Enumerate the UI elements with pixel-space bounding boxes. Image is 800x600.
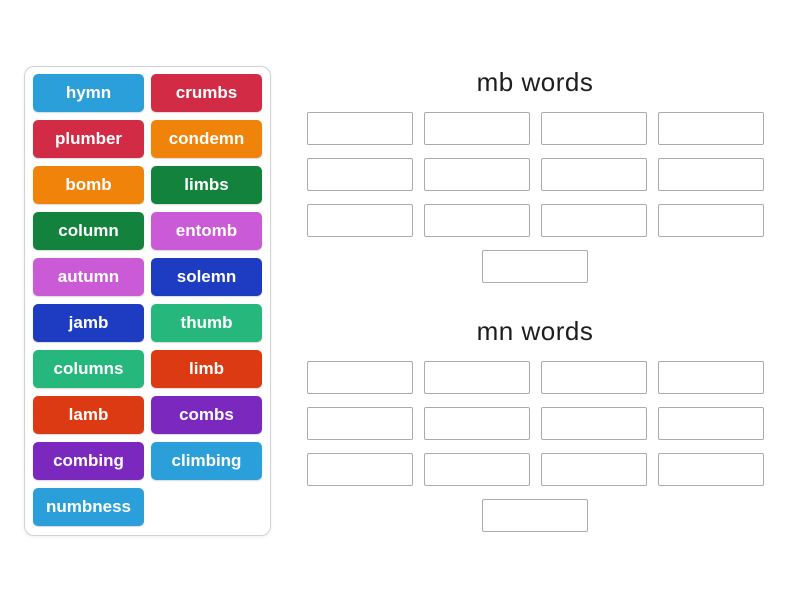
drop-slot[interactable] [306, 453, 413, 486]
word-tile-lamb[interactable]: lamb [33, 396, 144, 434]
group-mn-words: mn words [300, 315, 770, 532]
drop-slot[interactable] [306, 361, 413, 394]
word-tile-entomb[interactable]: entomb [151, 212, 262, 250]
drop-slot[interactable] [540, 453, 647, 486]
word-tile-numbness[interactable]: numbness [33, 488, 144, 526]
drop-slot[interactable] [540, 407, 647, 440]
drop-slot[interactable] [423, 204, 530, 237]
drop-slot[interactable] [540, 361, 647, 394]
word-tile-combs[interactable]: combs [151, 396, 262, 434]
word-tile-columns[interactable]: columns [33, 350, 144, 388]
drop-slot[interactable] [540, 112, 647, 145]
word-tile-column[interactable]: column [33, 212, 144, 250]
word-tile-condemn[interactable]: condemn [151, 120, 262, 158]
drop-slot[interactable] [306, 407, 413, 440]
word-tile-limbs[interactable]: limbs [151, 166, 262, 204]
drop-slot[interactable] [540, 204, 647, 237]
word-tile-combing[interactable]: combing [33, 442, 144, 480]
group-title: mb words [476, 67, 594, 97]
drop-slots [300, 361, 770, 532]
drop-slot[interactable] [423, 361, 530, 394]
word-tile-bomb[interactable]: bomb [33, 166, 144, 204]
drop-slot[interactable] [657, 453, 764, 486]
drop-slot[interactable] [540, 158, 647, 191]
word-tile-climbing[interactable]: climbing [151, 442, 262, 480]
drop-slot[interactable] [657, 158, 764, 191]
drop-slot[interactable] [423, 407, 530, 440]
word-tile-limb[interactable]: limb [151, 350, 262, 388]
drop-slot[interactable] [423, 158, 530, 191]
drop-slot[interactable] [657, 204, 764, 237]
drop-slot[interactable] [482, 499, 588, 532]
word-tile-autumn[interactable]: autumn [33, 258, 144, 296]
drop-slot[interactable] [306, 204, 413, 237]
drop-slot[interactable] [657, 407, 764, 440]
word-tile-hymn[interactable]: hymn [33, 74, 144, 112]
drop-slot[interactable] [423, 112, 530, 145]
word-tile-crumbs[interactable]: crumbs [151, 74, 262, 112]
drop-slot[interactable] [306, 112, 413, 145]
drop-slot[interactable] [657, 361, 764, 394]
word-tile-plumber[interactable]: plumber [33, 120, 144, 158]
word-tile-solemn[interactable]: solemn [151, 258, 262, 296]
group-mb-words: mb words [300, 66, 770, 283]
drop-slot[interactable] [423, 453, 530, 486]
drop-slots [300, 112, 770, 283]
groups-area: mb words mn words [300, 66, 770, 532]
drop-slot[interactable] [306, 158, 413, 191]
drop-slot[interactable] [657, 112, 764, 145]
group-title: mn words [476, 316, 594, 346]
drop-slot[interactable] [482, 250, 588, 283]
word-tile-thumb[interactable]: thumb [151, 304, 262, 342]
word-tile-jamb[interactable]: jamb [33, 304, 144, 342]
